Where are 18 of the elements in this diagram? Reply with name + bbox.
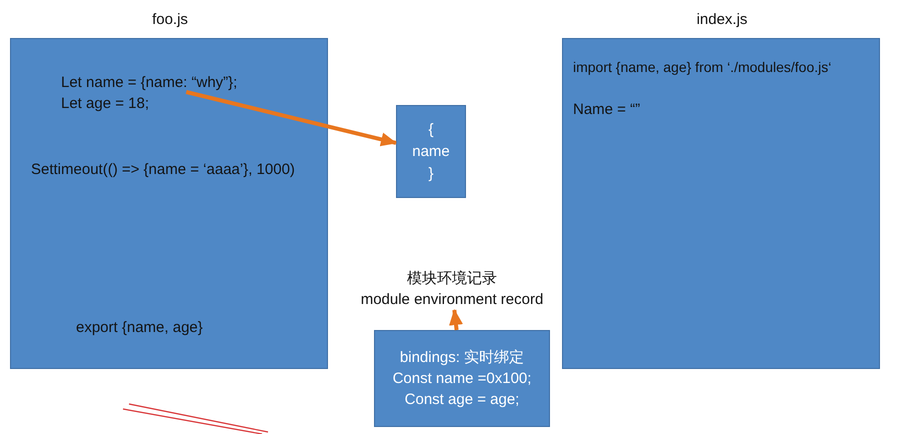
code-line: Name = “” (573, 101, 640, 119)
file-name: foo.js (151, 11, 189, 28)
code-line: Let name = {name: “why”}; (61, 74, 238, 92)
arrow (186, 90, 397, 146)
object-box (396, 105, 466, 198)
arrow (449, 309, 463, 330)
box-text: Const age = age; (404, 390, 520, 410)
box-text: Const name =0x100; (392, 369, 532, 389)
label-text: module environment record (360, 290, 544, 310)
label-text: 模块环境记录 (406, 269, 498, 289)
box-text: bindings: 实时绑定 (400, 348, 524, 368)
code-line: Settimeout(() => {name = ‘aaaa’}, 1000) (31, 161, 295, 179)
code-line: import {name, age} from ‘./modules/foo.js‘ (573, 59, 832, 77)
code-line: export {name, age} (76, 319, 203, 337)
code-line: Let age = 18; (61, 95, 149, 113)
bindings-box (374, 330, 550, 427)
box-text: { name } (412, 120, 450, 184)
file-name: index.js (696, 11, 748, 28)
